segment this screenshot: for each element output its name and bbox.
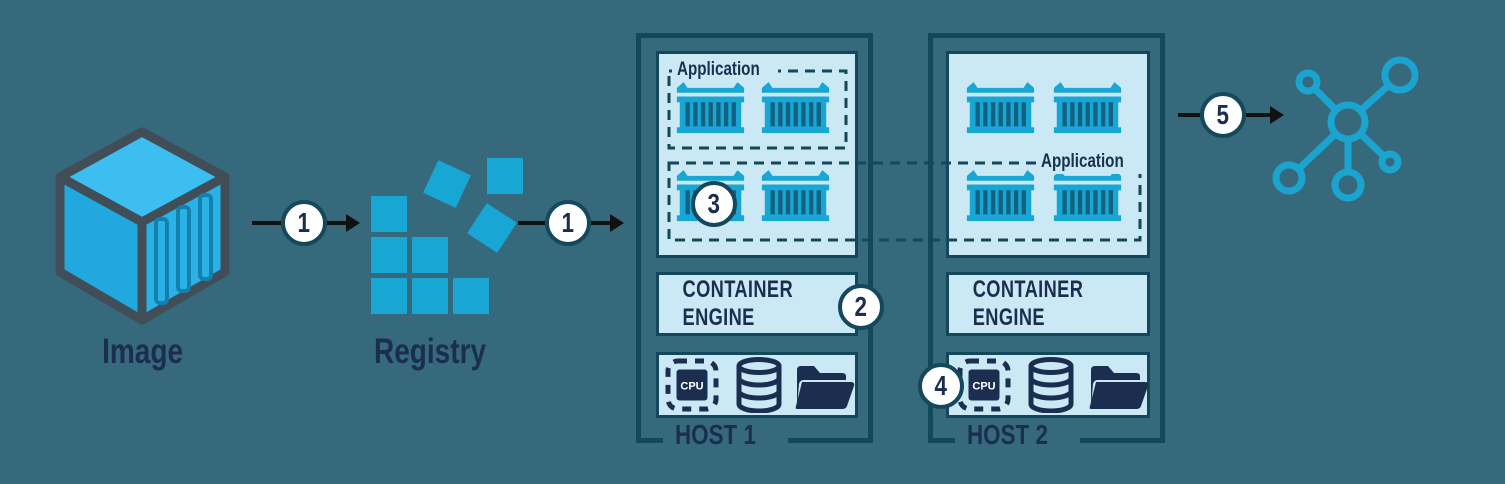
host-2-engine-label: CONTAINER ENGINE: [972, 276, 1084, 331]
folder-icon: [794, 362, 856, 412]
database-icon: [1026, 357, 1076, 413]
image-label: Image: [102, 332, 183, 371]
host-1-engine-panel: CONTAINER ENGINE: [656, 272, 858, 336]
cpu-label: CPU: [972, 381, 995, 393]
container-icon: [759, 167, 832, 229]
step-badge-2: 2: [838, 284, 884, 330]
container-icon: [1051, 167, 1124, 229]
network-hub-icon: [1272, 56, 1419, 202]
host-2-application-label: Application: [1036, 150, 1142, 174]
registry-label: Registry: [373, 332, 487, 371]
folder-icon: [1088, 362, 1150, 412]
cpu-icon: CPU: [957, 358, 1011, 412]
container-icon: [964, 79, 1037, 141]
container-icon: [759, 79, 832, 141]
host-1-name-label: HOST 1: [663, 420, 789, 450]
host-1-engine-label: CONTAINER ENGINE: [682, 276, 794, 331]
database-icon: [734, 357, 784, 413]
host-2-name-label: HOST 2: [955, 420, 1081, 450]
image-cube-icon: [55, 127, 230, 325]
step-badge-3: 3: [691, 181, 737, 227]
host-2-engine-panel: CONTAINER ENGINE: [946, 272, 1150, 336]
container-icon: [1051, 79, 1124, 141]
cpu-label: CPU: [680, 381, 703, 393]
registry-icon: [371, 158, 523, 314]
step-badge-1a: 1: [281, 200, 327, 246]
host-1-application-label: Application: [672, 58, 778, 82]
step-badge-1b: 1: [545, 200, 591, 246]
container-icon: [674, 79, 747, 141]
cpu-icon: CPU: [665, 358, 719, 412]
step-badge-4: 4: [918, 363, 964, 409]
step-badge-5: 5: [1200, 92, 1246, 138]
container-icon: [964, 167, 1037, 229]
